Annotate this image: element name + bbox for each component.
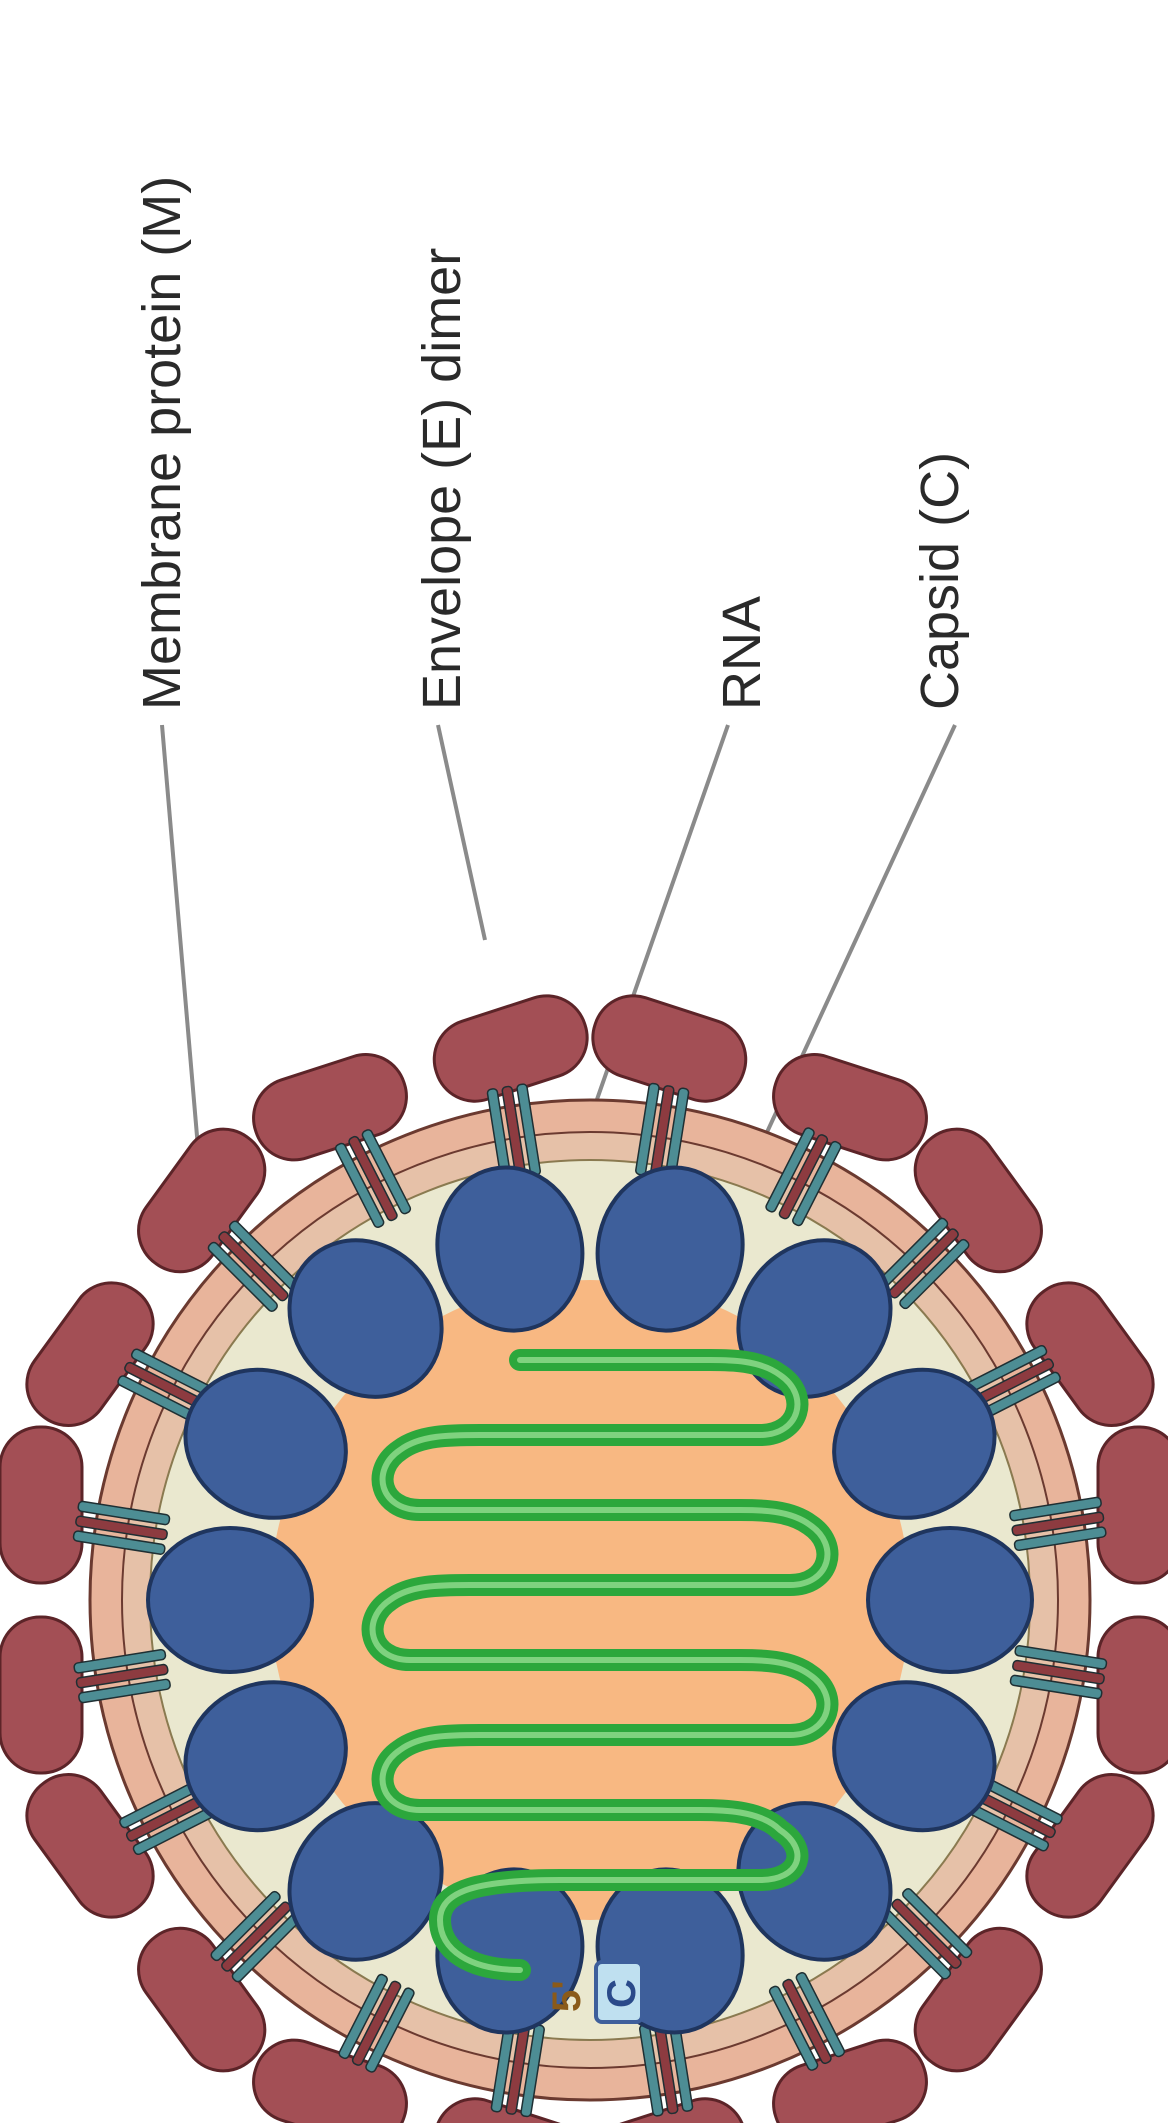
capsid-label: Capsid (C) [910,452,970,710]
c-marker-label: C [600,1979,644,2008]
capsid-protein [148,1528,312,1672]
virion: 5' C [0,985,1168,2123]
envelope-leader-line [438,725,485,940]
capsid-protein [868,1528,1032,1672]
five-prime-label: 5' [545,1980,589,2012]
membrane-protein-label: Membrane protein (M) [132,176,192,710]
envelope-dimer [1098,1427,1168,1773]
rna-label: RNA [712,596,772,710]
envelope-dimer [0,1427,82,1773]
envelope-dimer-label: Envelope (E) dimer [412,248,472,710]
